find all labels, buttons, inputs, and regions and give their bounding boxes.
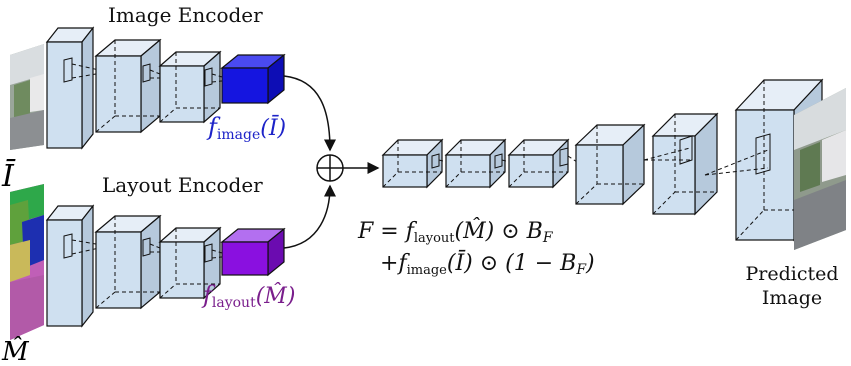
sum-icon	[316, 154, 344, 182]
image-feature-label: fimage(Ī)	[206, 113, 286, 143]
input-image-symbol: Ī	[1, 159, 16, 194]
image-feature-arrow	[283, 75, 336, 152]
svg-text:F = flayout(M̂) ⊙ BF: F = flayout(M̂) ⊙ BF	[357, 218, 554, 246]
input-layout-symbol: M̂	[1, 336, 30, 366]
layout-feature-arrow	[283, 184, 336, 249]
fusion-equation: F = flayout(M̂) ⊙ BF +fimage(Ī) ⊙ (1 − B…	[357, 218, 595, 278]
svg-text:M̂: M̂	[1, 336, 30, 366]
layout-feature-label: flayout(M̂)	[201, 281, 295, 311]
layout-encoder-title: Layout Encoder	[102, 173, 263, 197]
layout-encoder-blocks	[45, 204, 286, 328]
image-encoder-title: Image Encoder	[108, 3, 263, 27]
svg-text:fimage(Ī): fimage(Ī)	[206, 113, 286, 143]
output-image-thumbnail	[794, 88, 846, 250]
svg-text:+fimage(Ī) ⊙ (1 − BF): +fimage(Ī) ⊙ (1 − BF)	[380, 250, 595, 278]
output-label-line2: Image	[762, 287, 822, 309]
layout-feature-block	[220, 227, 286, 277]
input-image-thumbnail	[10, 44, 44, 150]
svg-text:Ī: Ī	[1, 159, 16, 194]
output-label-line1: Predicted	[745, 263, 838, 285]
image-encoder-blocks	[45, 26, 286, 150]
svg-text:flayout(M̂): flayout(M̂)	[201, 281, 295, 311]
input-layout-thumbnail	[10, 184, 44, 340]
image-feature-block	[220, 53, 286, 105]
decoder-blocks	[381, 78, 824, 242]
